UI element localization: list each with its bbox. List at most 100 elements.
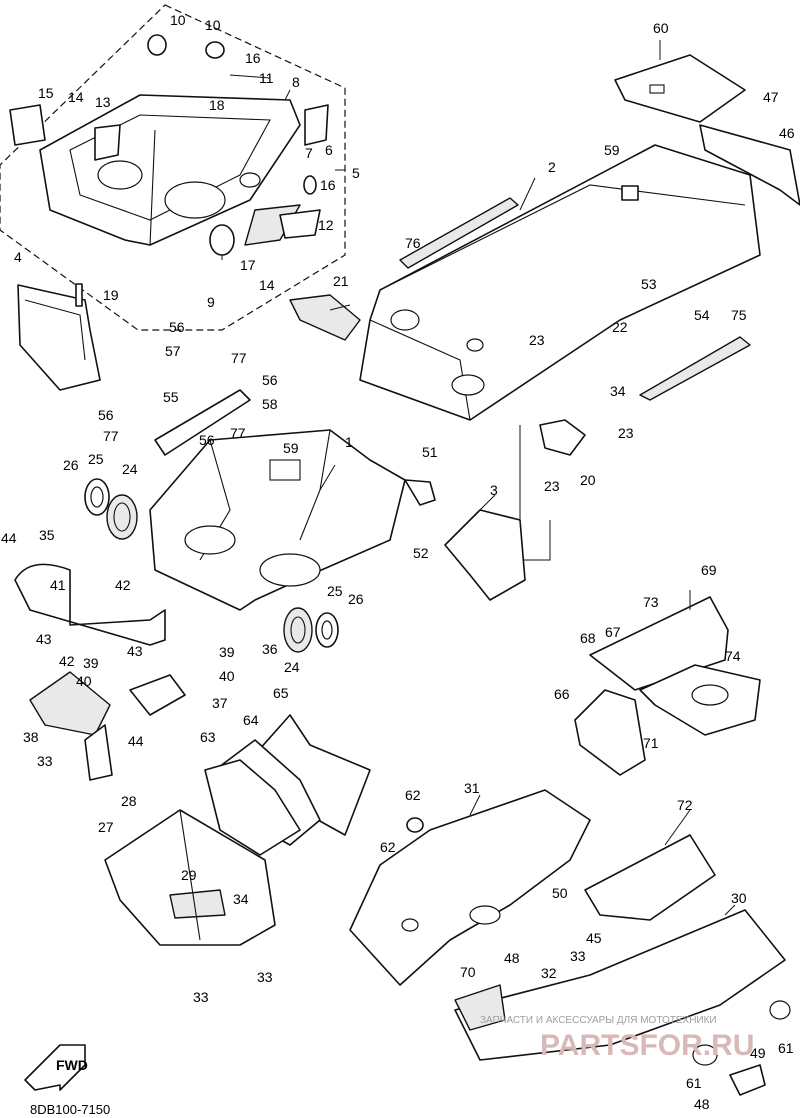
panel-72 xyxy=(584,834,716,921)
callout-34b: 34 xyxy=(233,891,249,907)
callout-77b: 77 xyxy=(103,428,119,444)
callout-56b: 56 xyxy=(262,372,278,388)
bracket-13 xyxy=(94,124,121,161)
callout-72: 72 xyxy=(677,797,693,813)
callout-66: 66 xyxy=(554,686,570,702)
callout-55: 55 xyxy=(163,389,179,405)
callout-53: 53 xyxy=(641,276,657,292)
callout-10a: 10 xyxy=(170,12,186,28)
callout-40a: 40 xyxy=(219,668,235,684)
callout-5: 5 xyxy=(352,165,360,181)
callout-77c: 77 xyxy=(230,425,246,441)
callout-77a: 77 xyxy=(231,350,247,366)
callout-2: 2 xyxy=(548,159,556,175)
callout-28: 28 xyxy=(121,793,137,809)
callout-37: 37 xyxy=(212,695,228,711)
bracket-6 xyxy=(304,104,329,146)
callout-25a: 25 xyxy=(88,451,104,467)
bracket-4 xyxy=(17,284,101,391)
callout-9: 9 xyxy=(207,294,215,310)
callout-65: 65 xyxy=(273,685,289,701)
callout-58: 58 xyxy=(262,396,278,412)
callout-27: 27 xyxy=(98,819,114,835)
callout-67: 67 xyxy=(605,624,621,640)
callout-38: 38 xyxy=(23,729,39,745)
nose-pan-27 xyxy=(104,809,276,946)
callout-70: 70 xyxy=(460,964,476,980)
callout-33b: 33 xyxy=(193,989,209,1005)
boot-24-right xyxy=(283,607,313,653)
guard-71 xyxy=(639,664,761,736)
watermark-brand: PARTSFOR.RU xyxy=(540,1029,754,1062)
callout-6: 6 xyxy=(325,142,333,158)
callout-labels: 1 2 3 4 5 6 7 8 9 10 10 11 12 13 14 14 1… xyxy=(1,12,795,1112)
bracket-12 xyxy=(279,209,321,239)
callout-26a: 26 xyxy=(63,457,79,473)
callout-43b: 43 xyxy=(127,643,143,659)
callout-74: 74 xyxy=(725,648,741,664)
callout-61b: 61 xyxy=(686,1075,702,1091)
belly-pan-31 xyxy=(349,789,591,986)
callout-4: 4 xyxy=(14,249,22,265)
diagram-code: 8DB100-7150 xyxy=(30,1102,110,1117)
callout-50: 50 xyxy=(552,885,568,901)
callout-25b: 25 xyxy=(327,583,343,599)
callout-8: 8 xyxy=(292,74,300,90)
inset-box-outline xyxy=(0,4,346,331)
callout-39a: 39 xyxy=(219,644,235,660)
callout-59b: 59 xyxy=(283,440,299,456)
callout-17: 17 xyxy=(240,257,256,273)
callout-56a: 56 xyxy=(169,319,185,335)
main-frame-1 xyxy=(149,429,406,611)
callout-31: 31 xyxy=(464,780,480,796)
assembly-line-20 xyxy=(519,425,551,561)
grommet-62 xyxy=(406,817,424,833)
guard-66 xyxy=(574,689,646,776)
callout-11: 11 xyxy=(259,70,274,86)
callout-57: 57 xyxy=(165,343,181,359)
fwd-arrow-icon: FWD xyxy=(24,1044,88,1091)
bracket-3 xyxy=(444,509,526,601)
bracket-21 xyxy=(289,294,361,341)
callout-42a: 42 xyxy=(115,577,131,593)
callout-19: 19 xyxy=(103,287,119,303)
callout-49: 49 xyxy=(750,1045,766,1061)
bracket-15 xyxy=(9,104,46,146)
callout-48b: 48 xyxy=(694,1096,710,1112)
strip-75 xyxy=(639,336,751,401)
strip-76 xyxy=(399,197,519,269)
callout-56d: 56 xyxy=(199,432,215,448)
callout-51: 51 xyxy=(422,444,438,460)
callout-33c: 33 xyxy=(257,969,273,985)
pad-60 xyxy=(614,54,746,123)
callout-23c: 23 xyxy=(544,478,560,494)
callout-3: 3 xyxy=(490,482,498,498)
gasket-25-right xyxy=(315,612,339,648)
callout-23b: 23 xyxy=(618,425,634,441)
callout-36: 36 xyxy=(262,641,278,657)
fwd-label: FWD xyxy=(56,1057,88,1073)
callout-14a: 14 xyxy=(68,89,84,105)
callout-14b: 14 xyxy=(259,277,275,293)
callout-10b: 10 xyxy=(205,17,221,33)
rear-tunnel-2 xyxy=(359,144,761,421)
callout-62a: 62 xyxy=(405,787,421,803)
bumper-bar-35 xyxy=(14,563,166,646)
callout-33d: 33 xyxy=(570,948,586,964)
callout-63: 63 xyxy=(200,729,216,745)
watermark-subtitle: ЗАПЧАСТИ И АКСЕССУАРЫ ДЛЯ МОТОТЕХНИКИ xyxy=(480,1015,717,1026)
callout-62b: 62 xyxy=(380,839,396,855)
callout-44b: 44 xyxy=(128,733,144,749)
callout-26b: 26 xyxy=(348,591,364,607)
clip-7 xyxy=(303,175,317,195)
callout-33a: 33 xyxy=(37,753,53,769)
bar-55 xyxy=(154,389,251,456)
callout-52: 52 xyxy=(413,545,429,561)
bracket-46 xyxy=(699,124,800,206)
callout-18: 18 xyxy=(209,97,225,113)
callout-39b: 39 xyxy=(83,655,99,671)
callout-61a: 61 xyxy=(778,1040,794,1056)
callout-24a: 24 xyxy=(122,461,138,477)
callout-41: 41 xyxy=(50,577,66,593)
boot-24-left xyxy=(106,494,138,540)
